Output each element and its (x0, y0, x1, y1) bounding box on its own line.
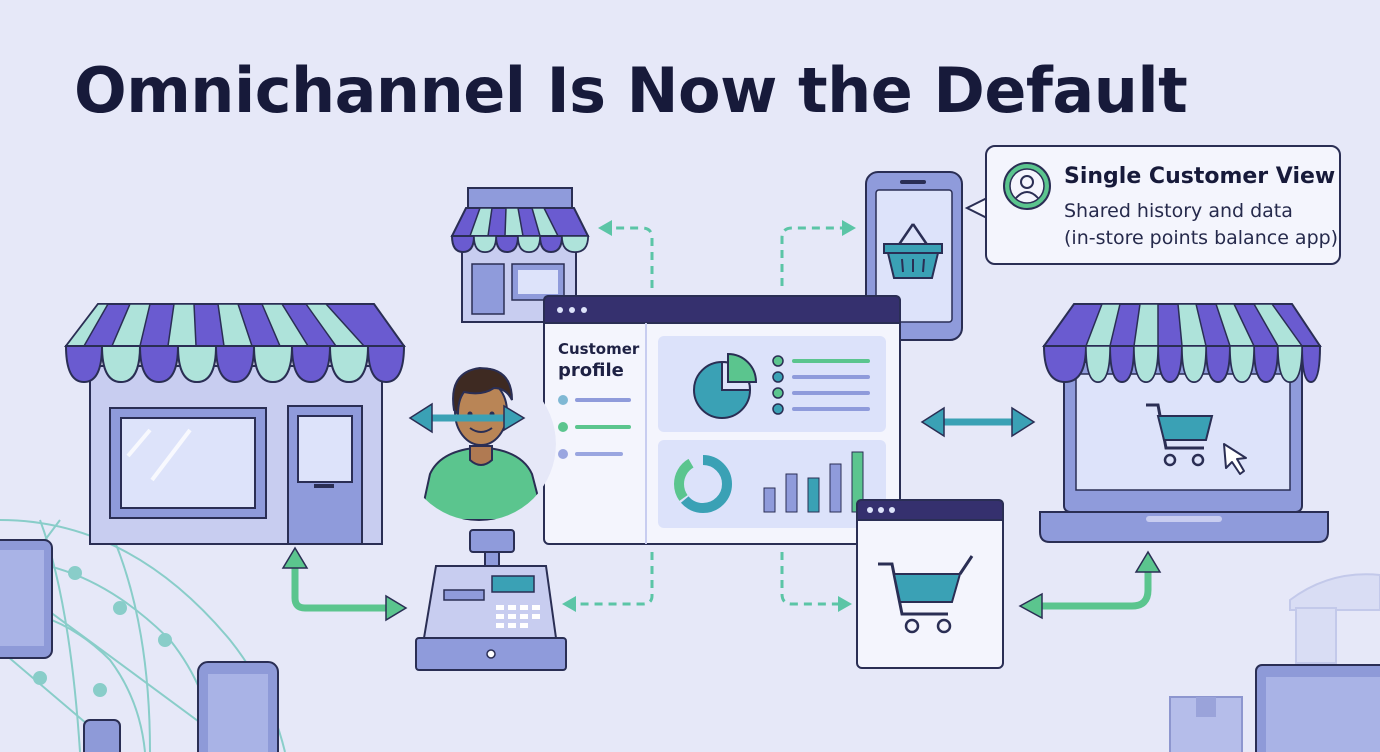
basket-icon (883, 223, 943, 279)
donut-chart (674, 455, 732, 513)
callout-line-1: Shared history and data (1064, 200, 1293, 222)
callout-line-2: (in-store points balance app) (1064, 227, 1339, 249)
bar-chart (763, 451, 864, 513)
laptop-store (1039, 303, 1329, 543)
user-icon (1003, 162, 1051, 210)
storefront-left (63, 303, 406, 545)
arrowheads (562, 220, 856, 612)
small-phone-faded (83, 719, 121, 752)
solid-arrows (281, 402, 1162, 622)
phone-faded (197, 661, 279, 752)
customer-person (402, 367, 556, 521)
cash-register (415, 529, 567, 671)
box-faded (1169, 696, 1243, 752)
shopping-cart-icon (1146, 403, 1214, 467)
callout-title: Single Customer View (1064, 164, 1336, 189)
dashed-connectors (578, 226, 842, 606)
customer-profile-label-line2: profile (558, 360, 624, 381)
dashboard-window (543, 295, 901, 545)
kiosk-faded (1289, 573, 1380, 664)
cursor-icon (1223, 443, 1247, 475)
monitor-faded (1255, 664, 1380, 752)
storefront-small (450, 187, 590, 323)
checkout-window (856, 499, 1004, 669)
customer-profile-label-line1: Customer (558, 340, 640, 358)
cart-icon (878, 555, 974, 634)
pie-chart (693, 352, 758, 419)
single-customer-view-callout: Single Customer View Shared history and … (985, 145, 1341, 265)
page-title: Omnichannel Is Now the Default (74, 54, 1188, 127)
tablet-faded (0, 539, 53, 659)
